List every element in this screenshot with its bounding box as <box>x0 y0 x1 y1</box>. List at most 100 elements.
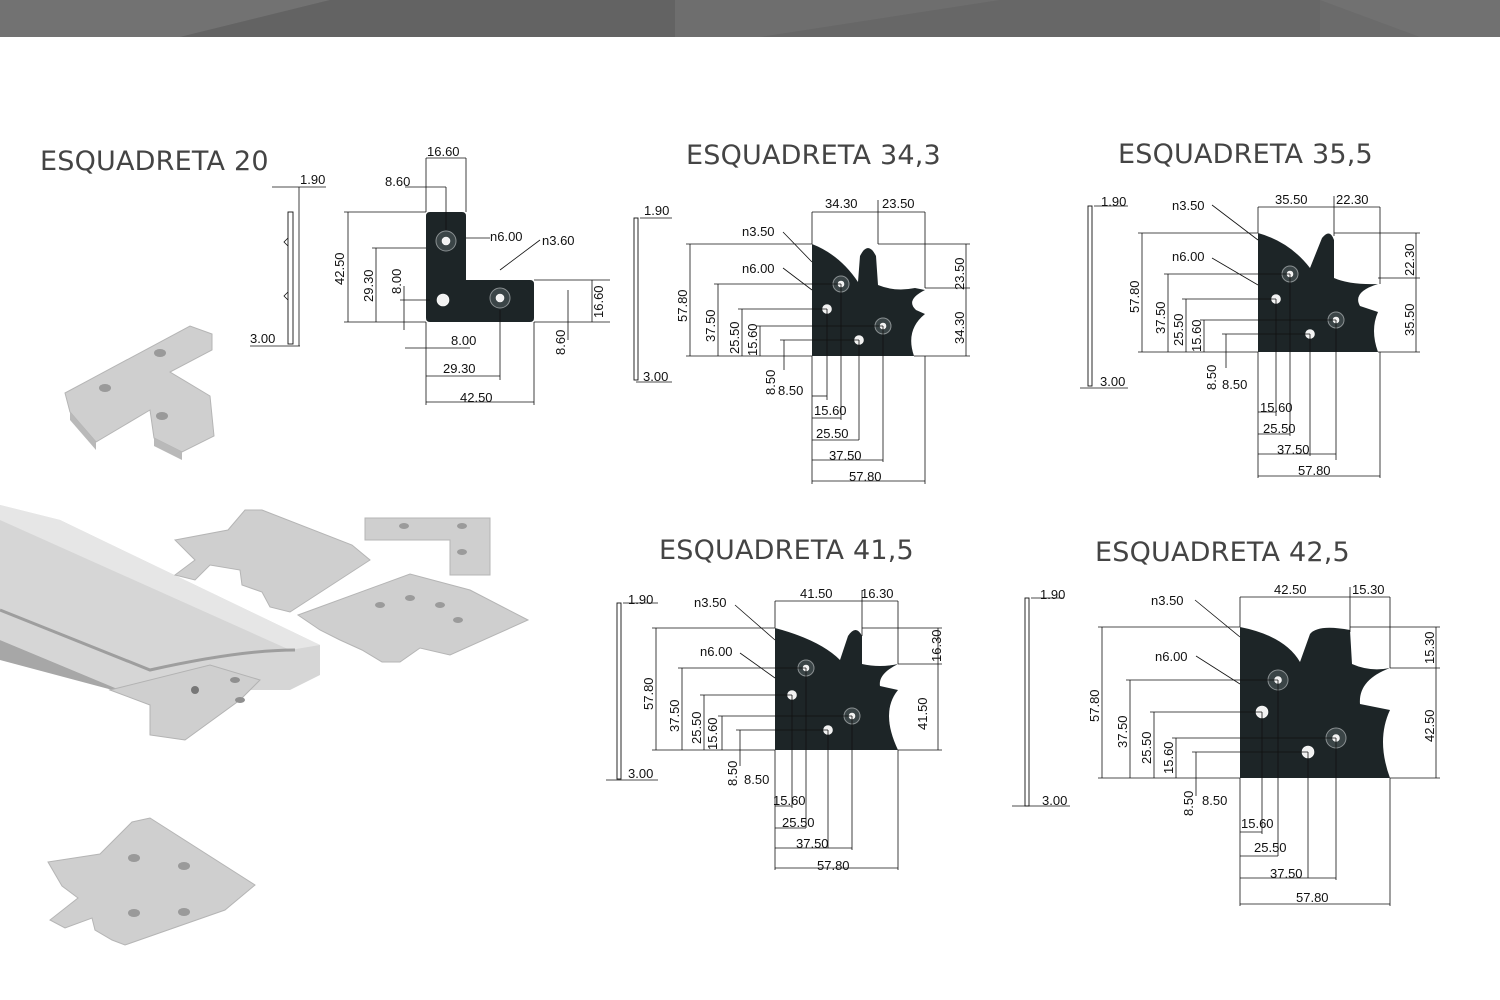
corner-plate <box>1258 233 1378 352</box>
dim-bottom-15: 15.60 <box>1241 816 1274 831</box>
title-esquadreta-35-5: ESQUADRETA 35,5 <box>1118 139 1373 170</box>
dim-side-bottom: 3.00 <box>643 369 668 384</box>
dim-hole-small: n3.50 <box>742 224 775 239</box>
dim-side-bottom: 3.00 <box>250 331 275 346</box>
drawing-esquadreta-35-5: 1.90 3.00 <box>1080 192 1420 478</box>
dim-width-notch: 23.50 <box>882 196 915 211</box>
dim-height-25: 25.50 <box>1171 313 1186 346</box>
dim-right-main: 35.50 <box>1402 303 1417 336</box>
banner-pattern <box>0 0 1500 37</box>
render-corner-plate <box>47 817 256 946</box>
dim-hole-small: n3.60 <box>542 233 575 248</box>
dim-bottom-15: 15.60 <box>773 793 806 808</box>
dim-bottom-25: 25.50 <box>1254 840 1287 855</box>
dim-hole-small: n3.50 <box>694 595 727 610</box>
dim-vert-8-5: 8.50 <box>725 761 740 786</box>
dim-bottom-15: 15.60 <box>814 403 847 418</box>
side-profile <box>250 186 326 347</box>
dim-side-top: 1.90 <box>628 592 653 607</box>
dim-hole-small: n3.50 <box>1151 593 1184 608</box>
dim-hole-large: n6.00 <box>1155 649 1188 664</box>
drawing-esquadreta-20: 1.90 3.00 16.60 8.60 42.50 <box>250 144 610 405</box>
dim-bottom-37: 37.50 <box>796 836 829 851</box>
dim-height-37: 37.50 <box>1115 715 1130 748</box>
dim-height-total: 57.80 <box>641 677 656 710</box>
dim-width-main: 42.50 <box>1274 582 1307 597</box>
dim-bottom-15: 15.60 <box>1260 400 1293 415</box>
dim-vert-8-5: 8.50 <box>1204 365 1219 390</box>
dim-height-37: 37.50 <box>1153 301 1168 334</box>
dim-height-37: 37.50 <box>703 309 718 342</box>
dim-width-inner: 8.60 <box>385 174 410 189</box>
dim-height-25: 25.50 <box>689 711 704 744</box>
dim-bottom-57: 57.80 <box>1296 890 1329 905</box>
dim-bottom-57: 57.80 <box>1298 463 1331 478</box>
dim-height-37: 37.50 <box>667 699 682 732</box>
drawing-esquadreta-34-3: 1.90 3.00 <box>633 196 970 484</box>
dim-height-15: 15.60 <box>705 717 720 750</box>
dim-bottom-57: 57.80 <box>817 858 850 873</box>
dim-hole-large: n6.00 <box>700 644 733 659</box>
dim-width-notch: 16.30 <box>861 586 894 601</box>
dim-side-top: 1.90 <box>300 172 325 187</box>
title-esquadreta-42-5: ESQUADRETA 42,5 <box>1095 537 1350 568</box>
drawing-esquadreta-41-5: 1.90 3.00 <box>606 586 944 873</box>
dim-height-15: 15.60 <box>745 323 760 356</box>
dim-bottom-hole: 8.00 <box>451 333 476 348</box>
dim-bottom-8-5: 8.50 <box>744 772 769 787</box>
title-esquadreta-41-5: ESQUADRETA 41,5 <box>659 535 914 566</box>
drawing-esquadreta-42-5: 1.90 3.00 <box>1012 582 1440 906</box>
title-esquadreta-20: ESQUADRETA 20 <box>40 146 269 177</box>
dim-width-main: 34.30 <box>825 196 858 211</box>
dim-vert-8-5: 8.50 <box>1181 791 1196 816</box>
dim-right-main: 42.50 <box>1422 709 1437 742</box>
render-profile-assembly <box>0 505 530 741</box>
dim-side-bottom: 3.00 <box>1100 374 1125 389</box>
dim-bottom-25: 25.50 <box>1263 421 1296 436</box>
dim-height-25: 25.50 <box>1139 731 1154 764</box>
dim-vert-8-5: 8.50 <box>763 370 778 395</box>
corner-plate <box>775 628 898 750</box>
dim-height-hole: 8.00 <box>389 269 404 294</box>
dim-width-top: 16.60 <box>427 144 460 159</box>
dim-height-15: 15.60 <box>1189 319 1204 352</box>
dim-bottom-total: 42.50 <box>460 390 493 405</box>
corner-plate <box>1240 627 1390 778</box>
dim-height-mid: 29.30 <box>361 269 376 302</box>
dim-hole-large: n6.00 <box>490 229 523 244</box>
dim-bottom-mid: 29.30 <box>443 361 476 376</box>
dim-hole-large: n6.00 <box>742 261 775 276</box>
corner-plate <box>812 244 925 356</box>
dim-side-bottom: 3.00 <box>628 766 653 781</box>
dim-right-main: 41.50 <box>915 697 930 730</box>
dim-height-total: 57.80 <box>675 289 690 322</box>
dim-right-arm: 16.60 <box>591 285 606 318</box>
dim-right-hole: 8.60 <box>553 330 568 355</box>
dim-width-main: 35.50 <box>1275 192 1308 207</box>
dim-height-total: 42.50 <box>332 252 347 285</box>
dim-height-total: 57.80 <box>1087 689 1102 722</box>
dim-height-25: 25.50 <box>727 321 742 354</box>
dim-side-top: 1.90 <box>1101 194 1126 209</box>
dim-right-main: 34.30 <box>952 311 967 344</box>
dim-bottom-37: 37.50 <box>1277 442 1310 457</box>
dim-bottom-8-5: 8.50 <box>778 383 803 398</box>
dim-bottom-37: 37.50 <box>829 448 862 463</box>
dim-height-15: 15.60 <box>1161 741 1176 774</box>
dim-bottom-25: 25.50 <box>816 426 849 441</box>
title-esquadreta-34-3: ESQUADRETA 34,3 <box>686 140 941 171</box>
top-banner <box>0 0 1500 37</box>
dim-bottom-8-5: 8.50 <box>1222 377 1247 392</box>
dim-right-notch: 22.30 <box>1402 243 1417 276</box>
dim-bottom-8-5: 8.50 <box>1202 793 1227 808</box>
dim-side-top: 1.90 <box>1040 587 1065 602</box>
dim-side-top: 1.90 <box>644 203 669 218</box>
dim-right-notch: 15.30 <box>1422 631 1437 664</box>
dim-width-main: 41.50 <box>800 586 833 601</box>
dim-hole-large: n6.00 <box>1172 249 1205 264</box>
dim-bottom-37: 37.50 <box>1270 866 1303 881</box>
dim-hole-small: n3.50 <box>1172 198 1205 213</box>
dim-bottom-25: 25.50 <box>782 815 815 830</box>
dim-right-notch: 16.30 <box>929 629 944 662</box>
